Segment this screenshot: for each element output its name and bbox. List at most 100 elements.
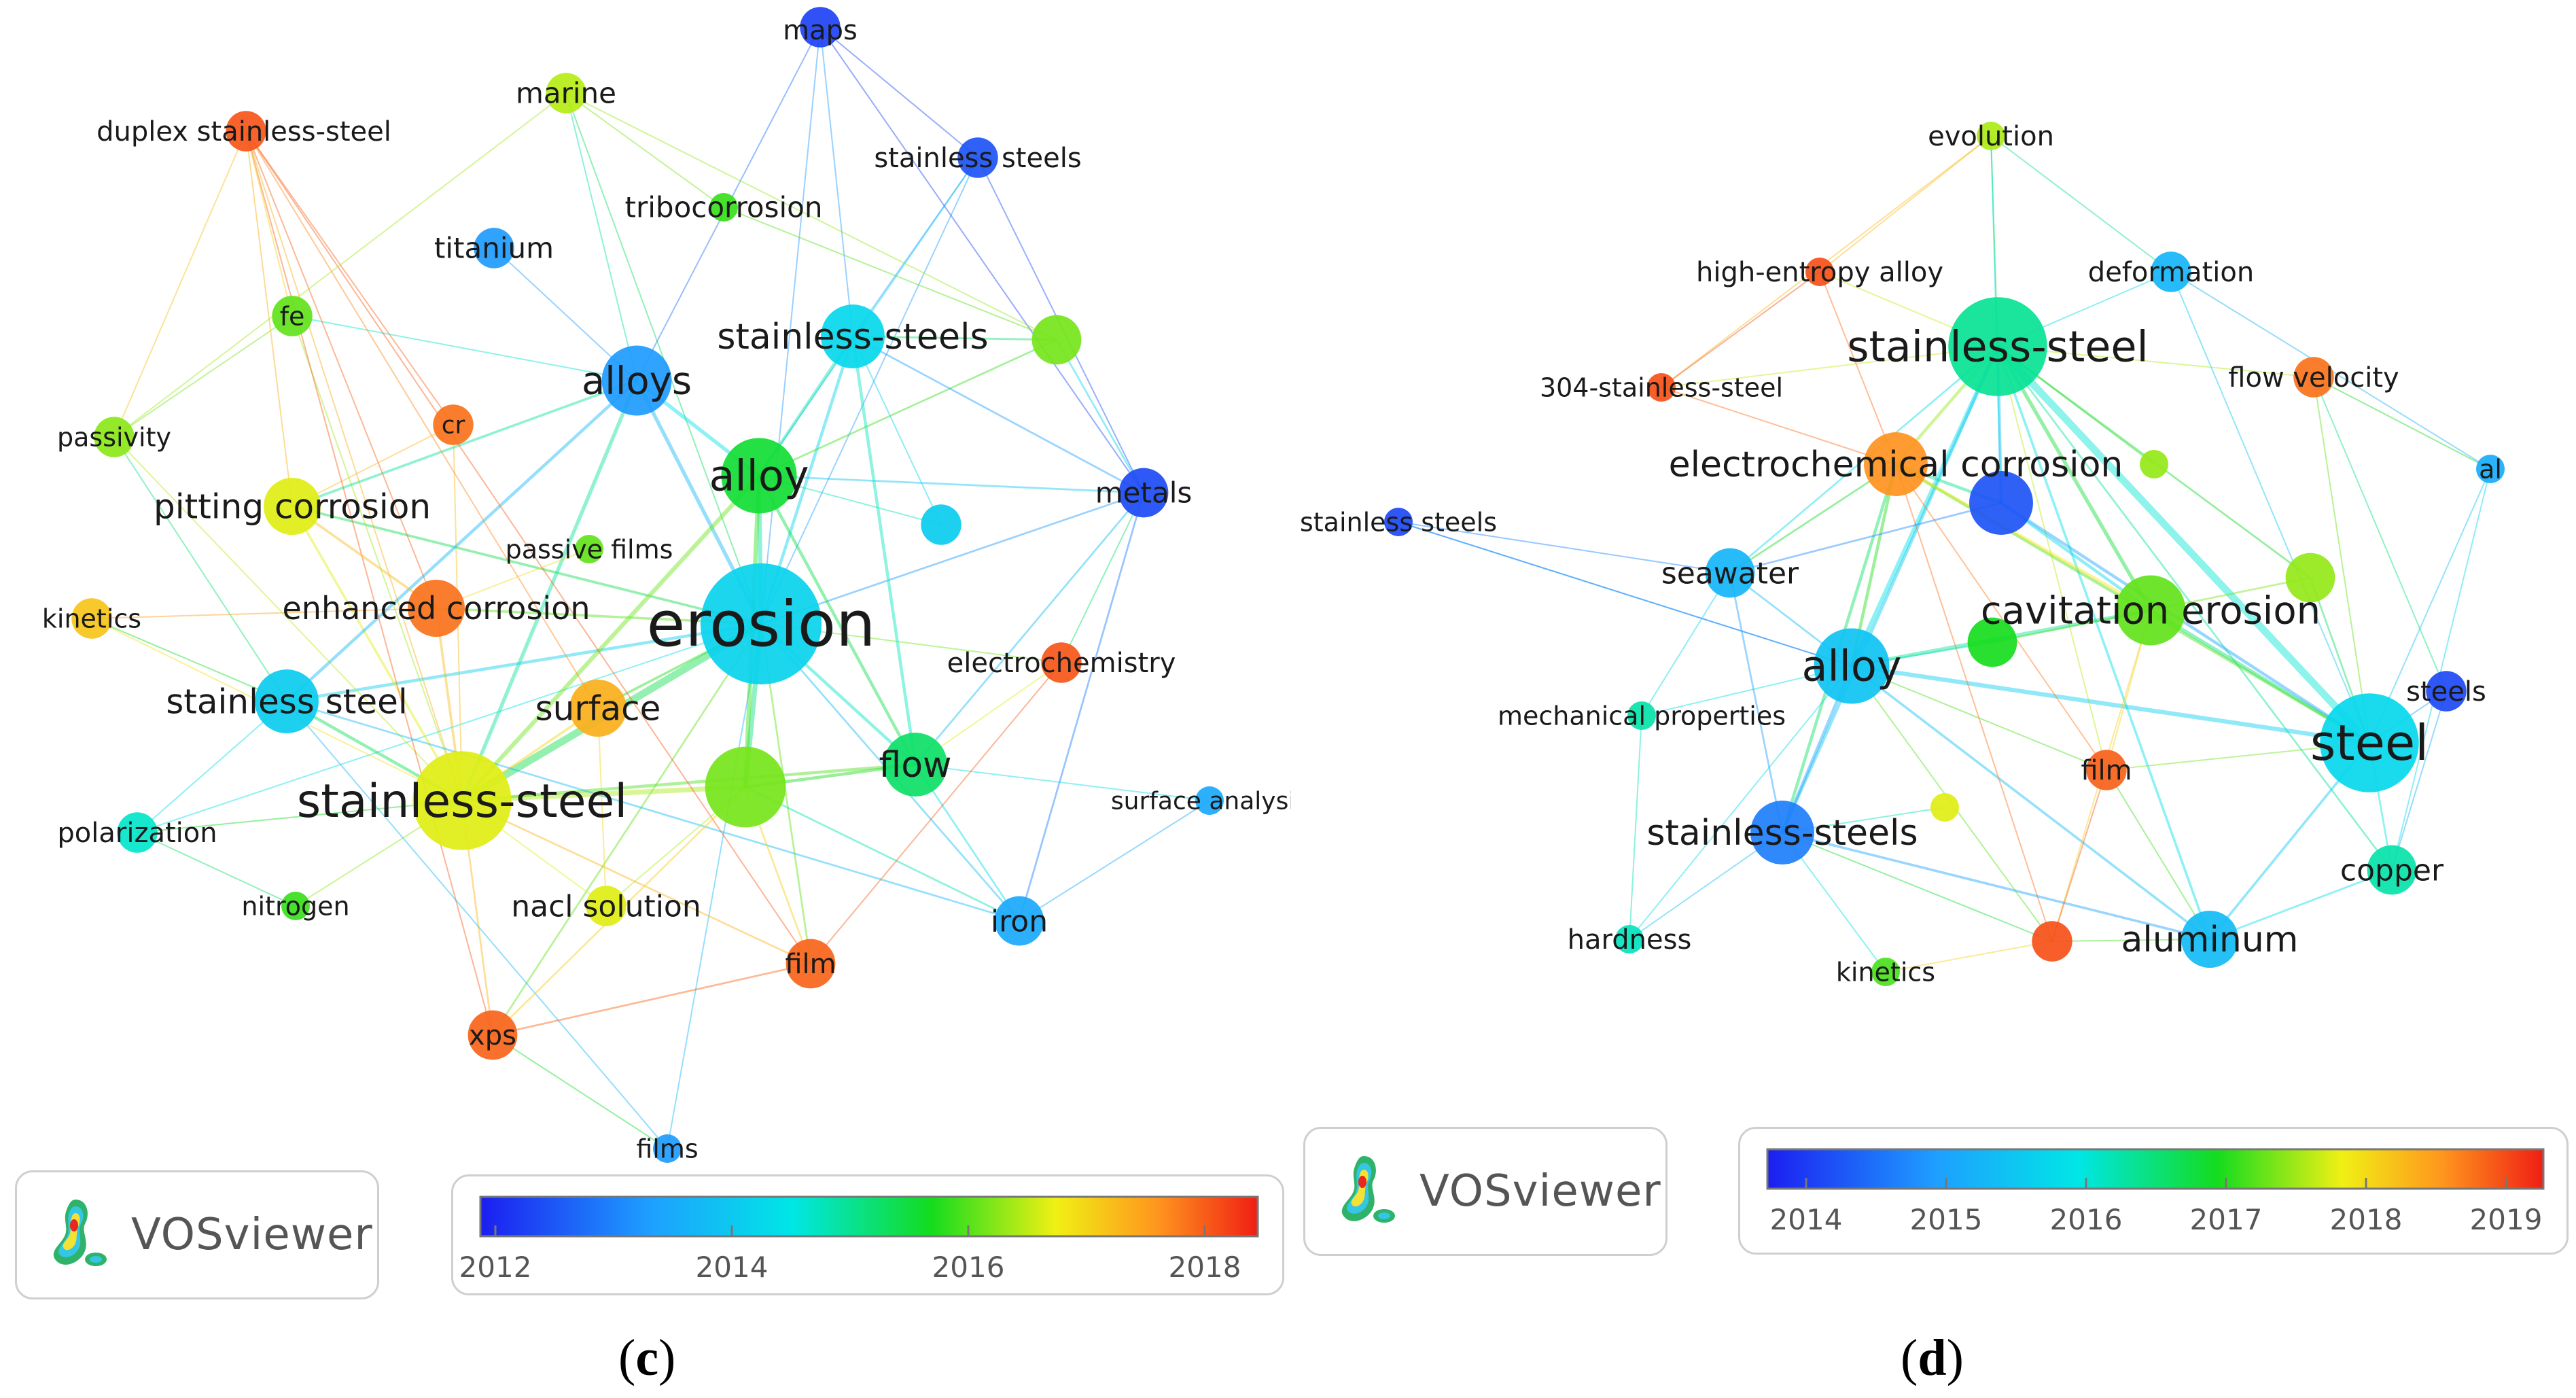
duplex-stainless-steel-node[interactable]	[226, 111, 266, 152]
edge	[915, 764, 1210, 801]
stainless-steel-node[interactable]	[255, 669, 319, 733]
edge	[1661, 271, 1820, 388]
enhanced-corrosion-node[interactable]	[408, 580, 465, 637]
passivity-node[interactable]	[94, 417, 135, 457]
al-node[interactable]	[2476, 455, 2505, 483]
deformation-label: deformation	[2088, 257, 2254, 288]
kinetics-node[interactable]	[1871, 958, 1900, 986]
passive-films-label: passive films	[506, 534, 673, 564]
hardness-node[interactable]	[1615, 925, 1644, 954]
unlabeled-node[interactable]	[1969, 471, 2033, 535]
passive-films-node[interactable]	[575, 535, 603, 563]
edge	[245, 130, 493, 1036]
edge	[137, 832, 296, 907]
edge	[91, 618, 287, 702]
polarization-node[interactable]	[117, 812, 158, 853]
edge	[1061, 492, 1144, 663]
edge	[1729, 572, 1784, 833]
nitrogen-node[interactable]	[281, 892, 310, 920]
304-stainless-steel-node[interactable]	[1647, 373, 1676, 402]
erosion-node[interactable]	[700, 563, 822, 685]
steels-node[interactable]	[2426, 671, 2467, 712]
surface-analysis-node[interactable]	[1195, 786, 1224, 815]
tribocorrosion-node[interactable]	[709, 193, 738, 222]
edge	[291, 505, 438, 610]
edge	[1729, 502, 2002, 574]
marine-node[interactable]	[546, 73, 586, 113]
edge	[758, 474, 917, 766]
electrochemistry-node[interactable]	[1041, 642, 1082, 683]
pitting-corrosion-node[interactable]	[264, 478, 321, 535]
edge	[2313, 377, 2491, 470]
stainless-steels-node[interactable]	[957, 137, 998, 178]
kinetics-node[interactable]	[71, 598, 112, 639]
edge	[852, 157, 978, 337]
stainless-steel-node[interactable]	[412, 751, 512, 850]
xps-node[interactable]	[467, 1010, 518, 1060]
kinetics-label: kinetics	[42, 604, 141, 633]
edges-d	[1398, 135, 2491, 973]
evolution-node[interactable]	[1977, 122, 2005, 150]
film-node[interactable]	[2086, 750, 2127, 790]
stainless-steels-node[interactable]	[821, 304, 885, 368]
alloy-node[interactable]	[721, 438, 797, 514]
edge	[819, 27, 853, 337]
steel-node[interactable]	[2320, 693, 2419, 792]
copper-node[interactable]	[2367, 845, 2417, 895]
unlabeled-node[interactable]	[1930, 793, 1959, 822]
flow-label: flow	[879, 745, 951, 786]
edge	[565, 92, 637, 381]
edge	[291, 506, 463, 801]
cavitation-erosion-node[interactable]	[2115, 575, 2186, 646]
cr-node[interactable]	[433, 404, 474, 445]
film-node[interactable]	[786, 939, 836, 989]
fe-label: fe	[280, 301, 305, 331]
stainless-steel-node[interactable]	[1948, 297, 2047, 396]
stainless-steels-node[interactable]	[1384, 508, 1413, 536]
edge	[1782, 832, 2053, 942]
unlabeled-node[interactable]	[2140, 450, 2168, 478]
fe-node[interactable]	[272, 296, 313, 336]
vosviewer-logo-icon	[1341, 1156, 1395, 1223]
unlabeled-node[interactable]	[921, 504, 961, 545]
iron-node[interactable]	[994, 896, 1044, 946]
unlabeled-node[interactable]	[2285, 553, 2335, 603]
flow-velocity-node[interactable]	[2293, 357, 2334, 398]
deformation-node[interactable]	[2151, 251, 2191, 292]
edge	[113, 315, 293, 438]
kinetics-label: kinetics	[1836, 957, 1935, 987]
alloys-node[interactable]	[601, 345, 672, 416]
electrochemical-corrosion-node[interactable]	[1864, 432, 1928, 496]
titanium-node[interactable]	[474, 228, 514, 268]
maps-node[interactable]	[800, 7, 841, 48]
stainless-steels-node[interactable]	[1750, 801, 1814, 864]
vosviewer-logo-text: VOSviewer	[131, 1210, 373, 1260]
edge	[1780, 346, 2000, 833]
flow-node[interactable]	[883, 733, 947, 797]
legend-tick-label: 2017	[2190, 1203, 2263, 1236]
unlabeled-node[interactable]	[1031, 315, 1082, 365]
high-entropy-alloy-node[interactable]	[1805, 258, 1834, 286]
films-node[interactable]	[653, 1134, 682, 1163]
alloy-node[interactable]	[1814, 628, 1890, 704]
mechanical-properties-node[interactable]	[1627, 701, 1656, 730]
edge	[2170, 271, 2370, 744]
high-entropy-alloy-label: high-entropy alloy	[1696, 257, 1943, 288]
edge	[745, 786, 1020, 922]
unlabeled-node[interactable]	[2032, 921, 2072, 962]
unlabeled-node[interactable]	[705, 746, 786, 828]
surface-node[interactable]	[569, 680, 627, 737]
edge	[914, 492, 1145, 765]
edge	[245, 130, 293, 507]
edge	[760, 27, 821, 625]
metals-node[interactable]	[1118, 468, 1169, 518]
seawater-node[interactable]	[1705, 548, 1755, 598]
edge	[667, 623, 762, 1149]
unlabeled-node[interactable]	[1967, 617, 2017, 667]
cr-label: cr	[442, 412, 465, 440]
aluminum-node[interactable]	[2181, 911, 2238, 968]
nacl-solution-node[interactable]	[586, 886, 627, 926]
